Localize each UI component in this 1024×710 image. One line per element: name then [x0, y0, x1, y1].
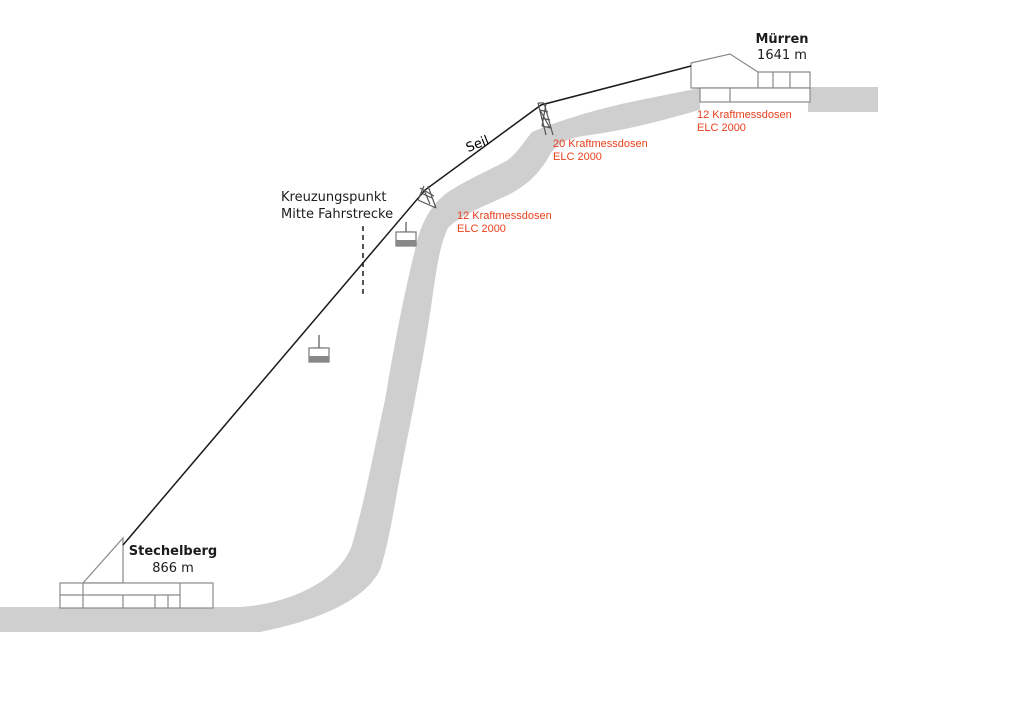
mountain-slope [0, 88, 700, 632]
stechelberg-station [59, 536, 214, 609]
muerren-name: Mürren [755, 32, 809, 47]
stechelberg-roof [81, 536, 124, 584]
terrain [0, 87, 878, 632]
muerren-roof [690, 53, 811, 89]
crossing-label-line2: Mitte Fahrstrecke [281, 207, 394, 222]
sensor-label-tower-2: 20 Kraftmessdosen ELC 2000 [553, 138, 648, 164]
muerren-altitude: 1641 m [757, 48, 807, 63]
sensor-label-top-line1: 12 Kraftmessdosen [697, 109, 792, 121]
muerren-station [690, 53, 811, 103]
sensor-label-tower-1: 12 Kraftmessdosen ELC 2000 [457, 210, 552, 236]
tower-1 [417, 185, 437, 209]
sensor-label-tower-1-line2: ELC 2000 [457, 223, 506, 236]
top-ledge [808, 87, 878, 112]
crossing-label-line1: Kreuzungspunkt [281, 190, 387, 205]
sensor-label-top: 12 Kraftmessdosen ELC 2000 [697, 109, 792, 135]
tower-2 [537, 102, 554, 136]
stechelberg-altitude: 866 m [152, 561, 194, 576]
cable [122, 65, 692, 546]
sensor-label-tower-1-line1: 12 Kraftmessdosen [457, 210, 552, 222]
cabin-lower [308, 335, 330, 363]
cabin-upper [395, 222, 417, 247]
sensor-label-tower-2-line2: ELC 2000 [553, 151, 602, 164]
sensor-label-top-line2: ELC 2000 [697, 122, 746, 135]
muerren-base [699, 87, 811, 103]
stechelberg-name: Stechelberg [128, 544, 218, 559]
sensor-label-tower-2-line1: 20 Kraftmessdosen [553, 138, 648, 150]
